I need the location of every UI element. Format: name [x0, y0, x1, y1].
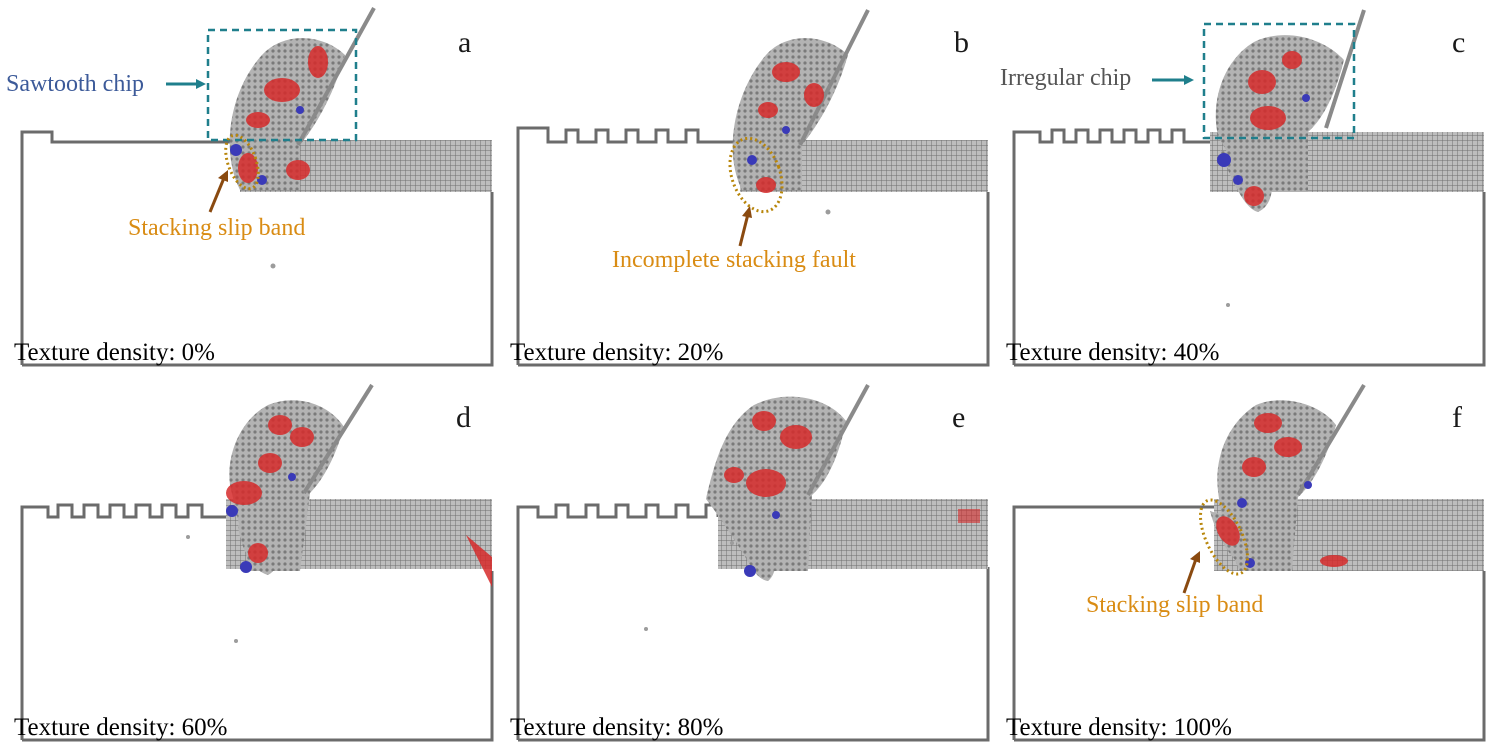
texture-density-label: Texture density: 60%	[14, 714, 228, 741]
texture-density-label: Texture density: 40%	[1006, 339, 1220, 366]
simulation-graphic-b	[516, 9, 990, 367]
simulation-graphic-e	[516, 384, 990, 742]
sawtooth-chip-label: Sawtooth chip	[6, 71, 144, 97]
texture-density-label: Texture density: 0%	[14, 339, 215, 366]
stacking-slip-band-label: Stacking slip band	[128, 215, 306, 241]
simulation-graphic-f	[1012, 383, 1486, 742]
simulation-graphic-a	[20, 7, 494, 367]
panel-a: a Sawtooth chip Stacking slip band Textu…	[0, 0, 496, 375]
irregular-chip-label: Irregular chip	[1000, 65, 1132, 91]
panel-label: b	[954, 26, 969, 59]
panel-e: e Texture density: 80%	[496, 375, 992, 750]
panel-label: e	[952, 401, 966, 434]
simulation-graphic-c	[1012, 9, 1486, 367]
panel-c: c Irregular chip Texture density: 40%	[992, 0, 1488, 375]
simulation-graphic-d	[20, 383, 494, 742]
texture-density-label: Texture density: 80%	[510, 714, 724, 741]
panel-label: d	[456, 401, 471, 434]
stacking-slip-band-label: Stacking slip band	[1086, 592, 1264, 618]
incomplete-stacking-fault-label: Incomplete stacking fault	[612, 247, 856, 273]
panel-f: f Stacking slip band Texture density: 10…	[992, 375, 1488, 750]
panel-label: f	[1452, 401, 1462, 434]
texture-density-label: Texture density: 100%	[1006, 714, 1232, 741]
panel-label: a	[458, 26, 472, 59]
texture-density-label: Texture density: 20%	[510, 339, 724, 366]
panel-d: d Texture density: 60%	[0, 375, 496, 750]
panel-label: c	[1452, 26, 1466, 59]
panel-b: b Incomplete stacking fault Texture dens…	[496, 0, 992, 375]
